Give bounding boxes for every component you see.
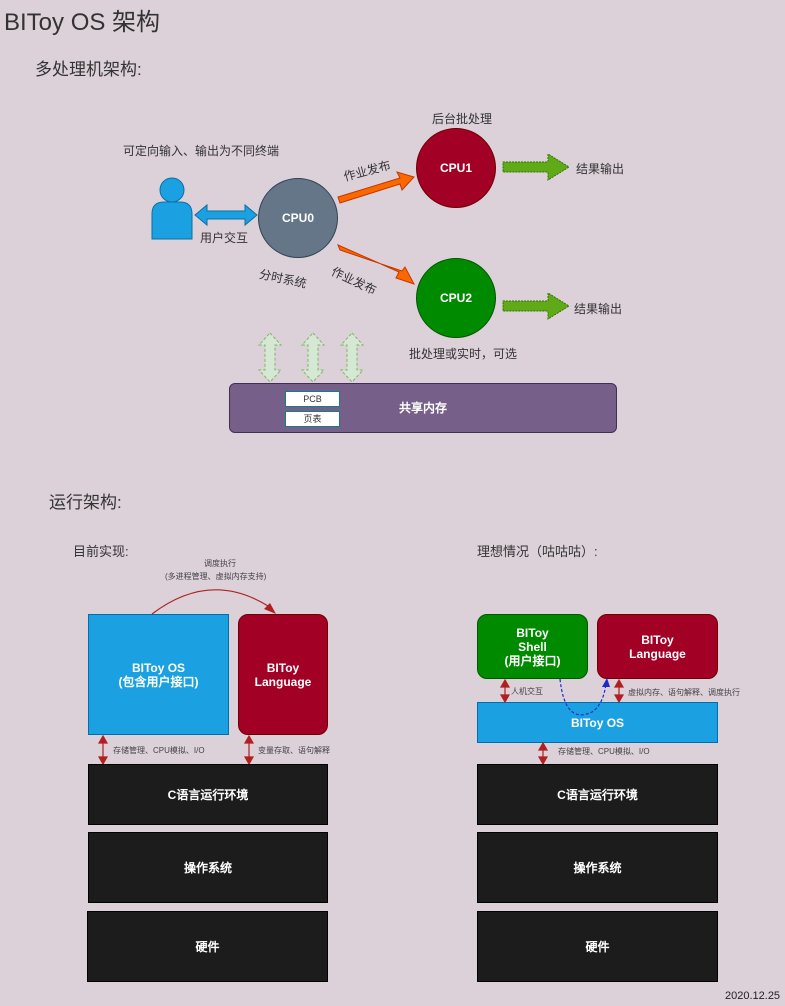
shared-memory-label: 共享内存 xyxy=(398,401,447,415)
cpu1-node: CPU1 xyxy=(416,128,496,208)
hardware-box: 硬件 xyxy=(87,911,328,982)
shell-line3: (用户接口) xyxy=(504,653,561,668)
ideal-heading: 理想情况（咕咕咕）: xyxy=(477,544,598,559)
ideal-bitoy-os-box: BIToy OS xyxy=(477,702,718,743)
bitoy-os-line2: (包含用户接口) xyxy=(118,674,199,689)
ideal-language-link-label: 虚拟内存、语句解释、调度执行 xyxy=(628,688,740,697)
batch-or-realtime-label: 批处理或实时，可选 xyxy=(409,347,518,361)
language-line2: Language xyxy=(254,674,312,689)
user-interaction-label: 用户交互 xyxy=(200,231,249,245)
shell-line1: BIToy xyxy=(516,625,549,640)
ideal-c-runtime-label: C语言运行环境 xyxy=(557,787,638,802)
page-title: BIToy OS 架构 xyxy=(4,9,161,36)
batch-background-label: 后台批处理 xyxy=(432,112,493,126)
cpu0-node: CPU0 xyxy=(258,178,338,258)
multiprocessor-heading: 多处理机架构: xyxy=(35,60,142,79)
language-link-label: 变量存取、语句解释 xyxy=(258,746,330,755)
page-table-box: 页表 xyxy=(285,411,340,427)
bitoy-os-box: BIToy OS(包含用户接口) xyxy=(88,614,229,735)
operating-system-box: 操作系统 xyxy=(88,832,328,903)
operating-system-label: 操作系统 xyxy=(183,860,232,875)
ideal-operating-system-label: 操作系统 xyxy=(573,860,622,875)
ideal-hardware-label: 硬件 xyxy=(585,939,610,954)
ideal-language-line1: BIToy xyxy=(641,632,674,647)
date-label: 2020.12.25 xyxy=(725,990,781,1002)
ideal-language-line2: Language xyxy=(629,646,686,661)
ideal-operating-system-box: 操作系统 xyxy=(477,832,718,903)
os-link-label: 存储管理、CPU模拟、I/O xyxy=(113,746,205,755)
result-output-label-2: 结果输出 xyxy=(574,302,623,316)
redirect-note: 可定向输入、输出为不同终端 xyxy=(123,144,280,158)
bitoy-os-line1: BIToy OS xyxy=(131,660,186,675)
human-interaction-label: 人机交互 xyxy=(511,687,543,696)
cpu2-node: CPU2 xyxy=(416,258,496,338)
shell-line2: Shell xyxy=(518,639,547,654)
ideal-c-runtime-box: C语言运行环境 xyxy=(477,764,718,825)
result-output-label-1: 结果输出 xyxy=(576,162,625,176)
c-runtime-label: C语言运行环境 xyxy=(167,787,249,802)
schedule-label-line1: 调度执行 xyxy=(204,559,236,568)
pcb-box: PCB xyxy=(285,391,340,407)
c-runtime-box: C语言运行环境 xyxy=(88,764,328,825)
current-heading: 目前实现: xyxy=(73,544,129,559)
ideal-bitoy-os-label: BIToy OS xyxy=(570,715,625,730)
ideal-os-link-label: 存储管理、CPU模拟、I/O xyxy=(558,747,650,756)
hardware-label: 硬件 xyxy=(195,939,220,954)
schedule-label-line2: (多进程管理、虚拟内存支持) xyxy=(165,572,267,581)
language-line1: BIToy xyxy=(266,660,300,675)
ideal-hardware-box: 硬件 xyxy=(477,911,718,982)
runtime-heading: 运行架构: xyxy=(49,493,122,512)
